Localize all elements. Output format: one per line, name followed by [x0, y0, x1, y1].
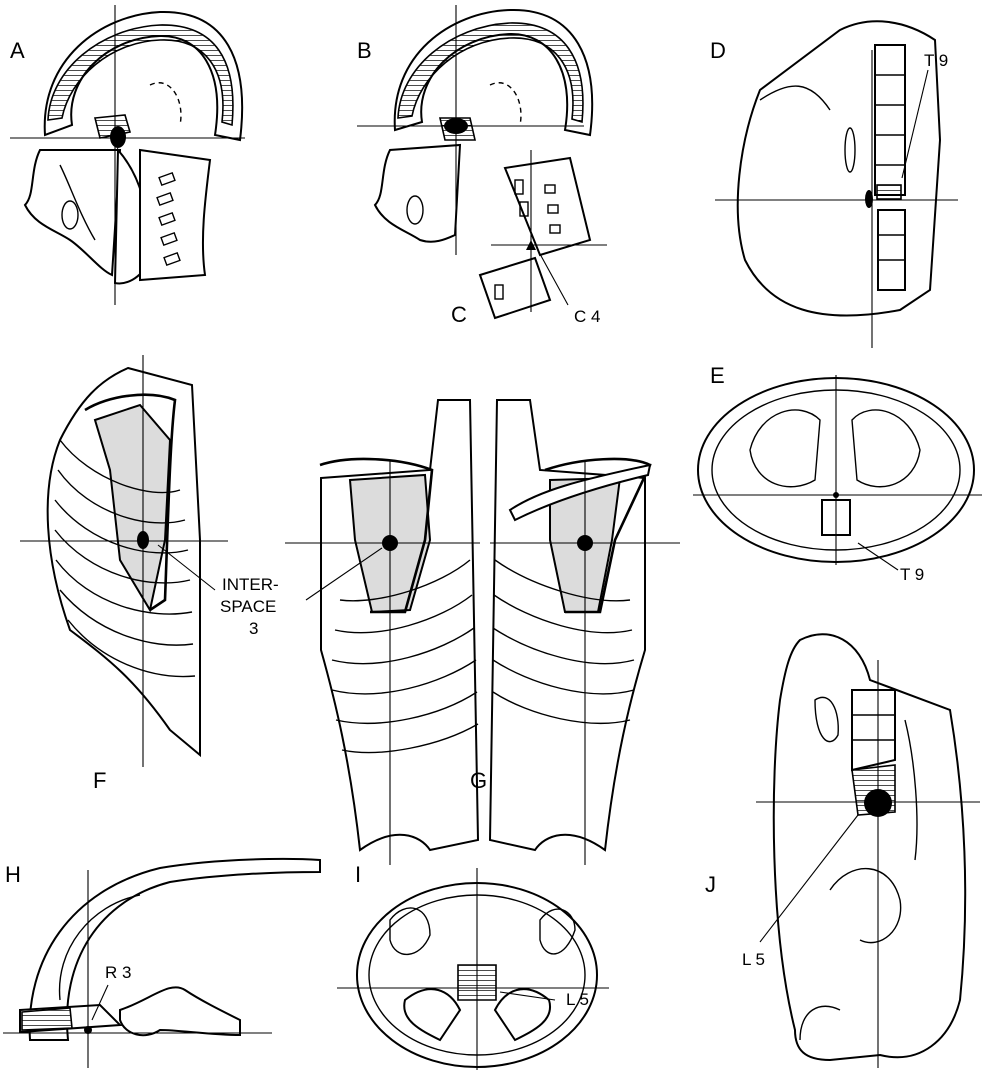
panel-h-label: H — [5, 862, 21, 887]
panel-b-label: B — [357, 38, 372, 63]
panel-j: J L 5 — [705, 634, 980, 1068]
panel-i: I L 5 — [337, 862, 609, 1070]
panel-d-label: D — [710, 38, 726, 63]
panel-c-label: C — [451, 302, 467, 327]
panel-e-label: E — [710, 363, 725, 388]
panel-g-label: G — [470, 768, 487, 793]
panel-c: C C 4 — [451, 150, 607, 327]
panel-d: D T 9 — [710, 21, 958, 348]
panel-e: E T 9 — [693, 363, 982, 584]
panel-f-annotation-line1: INTER- — [222, 575, 279, 594]
panel-g: G — [285, 400, 680, 865]
panel-f-label: F — [93, 768, 106, 793]
panel-f: F INTER- SPACE 3 — [20, 355, 279, 793]
panel-i-annotation: L 5 — [566, 990, 589, 1009]
panel-h-annotation: R 3 — [105, 963, 131, 982]
panel-f-annotation-line3: 3 — [249, 619, 258, 638]
panel-j-label: J — [705, 872, 716, 897]
panel-a: A — [10, 5, 245, 305]
panel-h: H R 3 — [3, 859, 320, 1068]
panel-c-annotation: C 4 — [574, 307, 600, 326]
panel-f-annotation-line2: SPACE — [220, 597, 276, 616]
panel-d-annotation: T 9 — [924, 51, 948, 70]
panel-j-annotation: L 5 — [742, 950, 765, 969]
panel-a-label: A — [10, 38, 25, 63]
panel-i-label: I — [355, 862, 361, 887]
panel-e-annotation: T 9 — [900, 565, 924, 584]
